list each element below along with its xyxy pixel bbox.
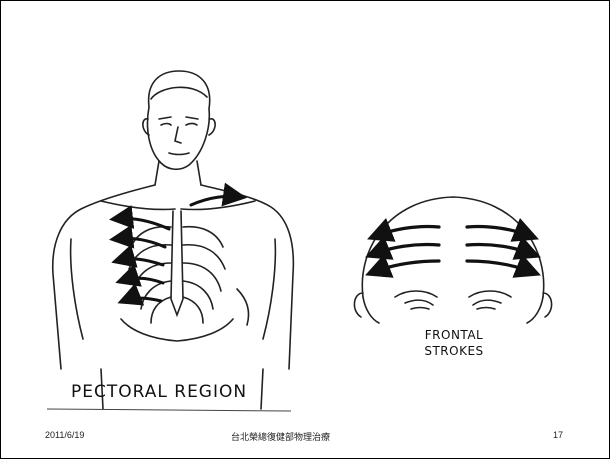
pectoral-region-caption: PECTORAL REGION <box>71 382 247 402</box>
pectoral-region-illustration <box>41 69 301 429</box>
slide-page-number: 17 <box>553 430 563 440</box>
frontal-caption-line2: STROKES <box>409 343 499 359</box>
footer-date: 2011/6/19 <box>45 430 84 440</box>
frontal-strokes-caption: FRONTAL STROKES <box>409 327 499 359</box>
footer-department-text: 台北榮總復健部物理治療 <box>231 430 330 443</box>
frontal-caption-line1: FRONTAL <box>409 327 499 343</box>
